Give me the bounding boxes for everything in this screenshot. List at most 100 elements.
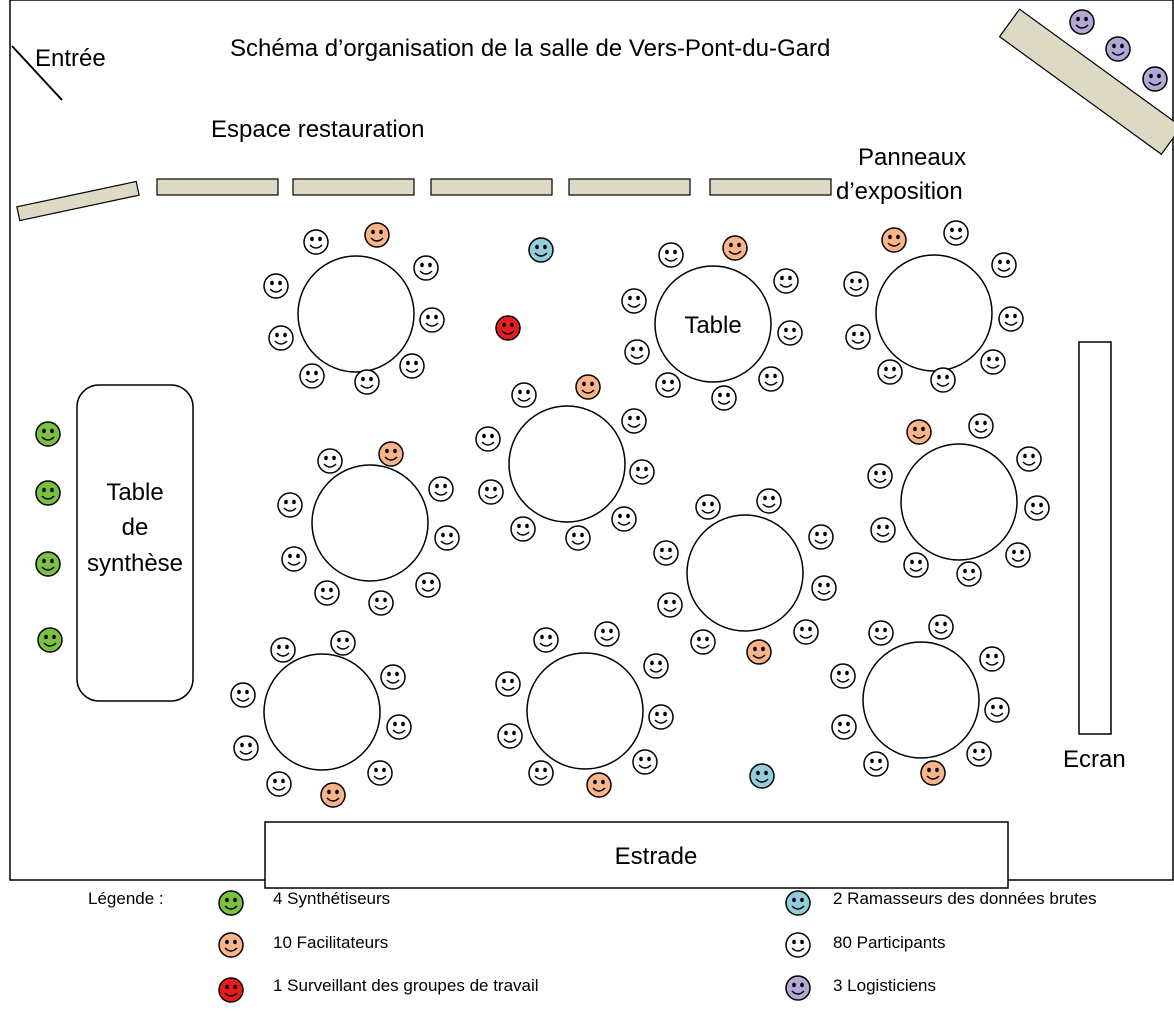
participant-icon bbox=[367, 760, 393, 786]
participant-icon bbox=[968, 413, 994, 439]
participant-icon bbox=[281, 546, 307, 572]
synthesis-label-line1: Table bbox=[106, 479, 163, 506]
participant-icon bbox=[1016, 446, 1042, 472]
participant-icon bbox=[777, 320, 803, 346]
participant-icon bbox=[980, 349, 1006, 375]
participant-icon bbox=[268, 325, 294, 351]
participant-icon bbox=[979, 646, 1005, 672]
supervisor-icon bbox=[218, 977, 244, 1003]
participant-icon bbox=[758, 366, 784, 392]
participant-icon bbox=[330, 630, 356, 656]
participant-icon bbox=[277, 492, 303, 518]
supervisor-icon bbox=[495, 315, 521, 341]
synthesis-label-line3: synthèse bbox=[87, 550, 183, 577]
table-label: Table bbox=[684, 312, 741, 339]
participant-icon bbox=[611, 506, 637, 532]
entrance-label: Entrée bbox=[35, 45, 106, 72]
participant-icon bbox=[831, 714, 857, 740]
participant-icon bbox=[399, 353, 425, 379]
screen-label: Ecran bbox=[1063, 746, 1126, 773]
participant-icon bbox=[966, 741, 992, 767]
round-table bbox=[686, 514, 804, 632]
participant-icon bbox=[495, 671, 521, 697]
participant-icon bbox=[303, 229, 329, 255]
round-table bbox=[526, 652, 644, 770]
participant-icon bbox=[314, 580, 340, 606]
participant-icon bbox=[643, 653, 669, 679]
diagram-title: Schéma d’organisation de la salle de Ver… bbox=[230, 35, 830, 62]
participant-icon bbox=[695, 494, 721, 520]
round-table bbox=[862, 641, 980, 759]
entrance-door bbox=[11, 45, 63, 101]
participant-icon bbox=[658, 242, 684, 268]
participant-icon bbox=[413, 255, 439, 281]
round-table bbox=[654, 265, 772, 383]
participant-icon bbox=[475, 426, 501, 452]
synthesis-label-line2: de bbox=[122, 514, 149, 541]
participant-icon bbox=[863, 751, 889, 777]
participant-icon bbox=[653, 540, 679, 566]
participant-icon bbox=[870, 517, 896, 543]
facilitator-icon bbox=[746, 639, 772, 665]
synthesizer-icon bbox=[218, 890, 244, 916]
exhibition-panel bbox=[292, 178, 415, 196]
legend-heading: Légende : bbox=[88, 889, 164, 908]
participant-icon bbox=[511, 382, 537, 408]
collector-icon bbox=[528, 237, 554, 263]
participant-icon bbox=[497, 723, 523, 749]
stage-label: Estrade bbox=[615, 843, 698, 870]
facilitator-icon bbox=[881, 227, 907, 253]
facilitator-icon bbox=[378, 441, 404, 467]
logistician-icon bbox=[1142, 66, 1168, 92]
participant-icon bbox=[629, 459, 655, 485]
participant-icon bbox=[928, 614, 954, 640]
participant-icon bbox=[903, 552, 929, 578]
projection-screen bbox=[1078, 341, 1112, 735]
participant-icon bbox=[655, 372, 681, 398]
participant-icon bbox=[1005, 542, 1031, 568]
round-table bbox=[508, 405, 626, 523]
participant-icon bbox=[793, 619, 819, 645]
participant-icon bbox=[1024, 495, 1050, 521]
participant-icon bbox=[354, 369, 380, 395]
round-tables: Table bbox=[263, 254, 1018, 771]
round-table bbox=[875, 254, 993, 372]
participant-icon bbox=[266, 771, 292, 797]
participant-icon bbox=[230, 682, 256, 708]
facilitator-icon bbox=[586, 772, 612, 798]
participant-icon bbox=[998, 306, 1024, 332]
participant-icon bbox=[808, 524, 834, 550]
participant-icon bbox=[386, 714, 412, 740]
logistician-icon bbox=[1069, 9, 1095, 35]
participant-icon bbox=[690, 629, 716, 655]
logistician-icon bbox=[1105, 36, 1131, 62]
facilitator-icon bbox=[218, 932, 244, 958]
participant-icon bbox=[565, 525, 591, 551]
round-table bbox=[311, 464, 429, 582]
legend-supervisor: 1 Surveillant des groupes de travail bbox=[273, 976, 539, 995]
exhibition-panel bbox=[709, 178, 832, 196]
participant-icon bbox=[632, 749, 658, 775]
synthesizer-icon bbox=[35, 421, 61, 447]
participant-icon bbox=[756, 488, 782, 514]
logistician-icon bbox=[785, 975, 811, 1001]
participant-icon bbox=[533, 627, 559, 653]
participant-icon bbox=[434, 525, 460, 551]
synthesizer-icon bbox=[35, 480, 61, 506]
participant-icon bbox=[943, 220, 969, 246]
participant-icon bbox=[528, 760, 554, 786]
exhibition-label-line2: d’exposition bbox=[836, 178, 963, 205]
participant-icon bbox=[785, 932, 811, 958]
participant-icon bbox=[930, 367, 956, 393]
participant-icon bbox=[648, 704, 674, 730]
participant-icon bbox=[956, 561, 982, 587]
legend-collectors: 2 Ramasseurs des données brutes bbox=[833, 889, 1097, 908]
participant-icon bbox=[233, 735, 259, 761]
participant-icon bbox=[845, 324, 871, 350]
participant-icon bbox=[380, 664, 406, 690]
participant-icon bbox=[594, 621, 620, 647]
participant-icon bbox=[830, 663, 856, 689]
participant-icon bbox=[621, 288, 647, 314]
facilitator-icon bbox=[575, 374, 601, 400]
